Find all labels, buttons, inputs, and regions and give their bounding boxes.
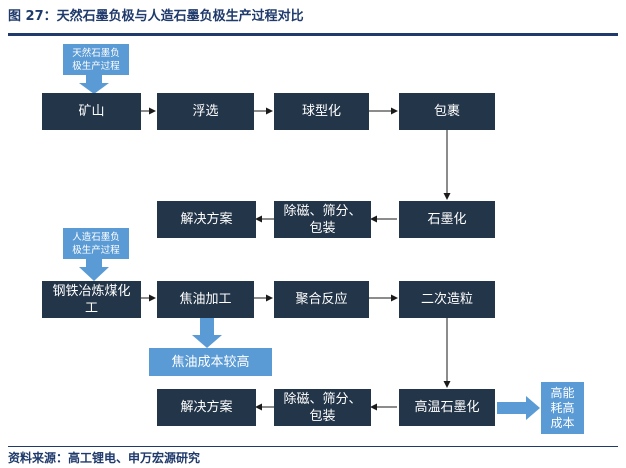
step-solution-2: 解决方案 bbox=[157, 389, 256, 426]
top-divider bbox=[8, 33, 618, 36]
note-arrow-coke bbox=[192, 318, 222, 348]
step-high-temp-graphitize: 高温石墨化 bbox=[399, 389, 495, 426]
step-tar-processing: 焦油加工 bbox=[157, 281, 254, 318]
step-flotation: 浮选 bbox=[157, 93, 254, 130]
step-demag-sieve-pack-2: 除磁、筛分、 包装 bbox=[274, 389, 371, 426]
callout-arrow-artificial bbox=[79, 259, 109, 281]
note-coke-cost: 焦油成本较高 bbox=[149, 348, 272, 376]
step-steel-coal-chem: 钢铁冶炼煤化 工 bbox=[42, 281, 141, 318]
step-graphitize: 石墨化 bbox=[399, 201, 495, 238]
step-spheroidize: 球型化 bbox=[274, 93, 369, 130]
artificial-process-label: 人造石墨负 极生产过程 bbox=[63, 228, 129, 259]
callout-arrow-natural bbox=[79, 75, 109, 94]
step-mine: 矿山 bbox=[42, 93, 141, 130]
bottom-divider bbox=[8, 446, 618, 447]
step-secondary-granulation: 二次造粒 bbox=[399, 281, 495, 318]
step-demag-sieve-pack: 除磁、筛分、 包装 bbox=[274, 201, 371, 238]
note-arrow-energy bbox=[497, 396, 540, 420]
source-note: 资料来源：高工锂电、申万宏源研究 bbox=[8, 451, 201, 465]
step-coating: 包裹 bbox=[399, 93, 495, 130]
step-polymerization: 聚合反应 bbox=[274, 281, 369, 318]
figure-title: 图 27：天然石墨负极与人造石墨负极生产过程对比 bbox=[8, 9, 304, 24]
step-solution: 解决方案 bbox=[157, 201, 256, 238]
note-high-energy-cost: 高能 耗高 成本 bbox=[541, 382, 584, 434]
natural-process-label: 天然石墨负 极生产过程 bbox=[63, 44, 129, 75]
